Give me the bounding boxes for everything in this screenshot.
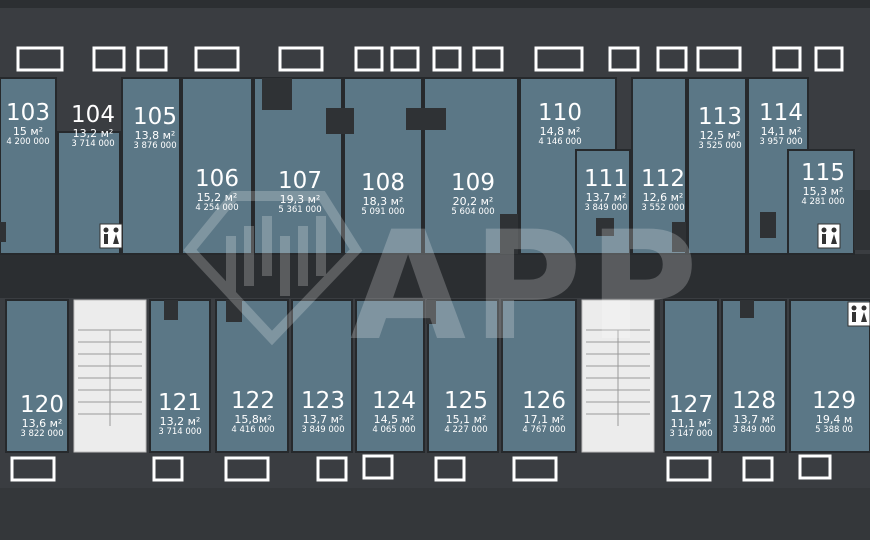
unit-105-shape	[121, 77, 181, 255]
unit-126-shape	[501, 299, 577, 453]
shaft-block-2	[406, 108, 446, 130]
wc-icon-woman-body	[831, 234, 837, 244]
unit-128-shape	[721, 299, 787, 453]
shaft-block-4	[596, 218, 614, 236]
unit-106-shape	[181, 77, 253, 255]
diamond-bar-0	[226, 236, 236, 296]
corridor	[0, 254, 870, 298]
window-5	[354, 46, 384, 72]
wc-icon-man-body	[852, 312, 856, 322]
window-23	[742, 456, 774, 482]
unit-127-shape	[663, 299, 719, 453]
unit-111-shape	[575, 149, 631, 255]
unit-120-shape	[5, 299, 69, 453]
wc-icon-bg	[99, 223, 123, 249]
window-11	[656, 46, 688, 72]
window-17	[224, 456, 270, 482]
wc-icon-bg	[817, 223, 841, 249]
window-9	[534, 46, 584, 72]
window-1	[92, 46, 126, 72]
window-8	[472, 46, 504, 72]
unit-113-shape	[687, 77, 747, 255]
window-6	[390, 46, 420, 72]
diamond-outline	[183, 191, 363, 346]
shaft-block-1	[326, 108, 354, 134]
top-wall	[0, 0, 870, 8]
wc-icon-woman-head	[113, 227, 119, 233]
window-4	[278, 46, 324, 72]
diamond-bar-1	[244, 226, 254, 286]
shaft-block-0	[262, 78, 292, 110]
shaft-block-10	[226, 300, 242, 322]
window-0	[16, 46, 64, 72]
window-21	[512, 456, 558, 482]
wc-icon-woman-body	[113, 234, 119, 244]
diamond-logo-icon	[183, 191, 363, 346]
unit-123-shape	[291, 299, 353, 453]
wc-icon	[817, 223, 841, 249]
window-24	[798, 454, 832, 480]
unit-125-shape	[427, 299, 499, 453]
diamond-bar-4	[298, 226, 308, 286]
window-2	[136, 46, 168, 72]
wc-icon	[847, 301, 870, 327]
unit-104-shape	[57, 131, 121, 255]
window-19	[362, 454, 394, 480]
shaft-block-6	[760, 212, 776, 238]
wc-icon-woman-head	[861, 305, 867, 311]
shaft-block-5	[672, 222, 686, 252]
unit-103-shape	[0, 77, 57, 255]
diamond-bar-3	[280, 236, 290, 296]
unit-124-shape	[355, 299, 425, 453]
diamond-bar-5	[316, 216, 326, 276]
unit-108-shape	[343, 77, 423, 255]
wc-icon-man-head	[851, 305, 857, 311]
unit-122-shape	[215, 299, 289, 453]
wc-icon	[99, 223, 123, 249]
shaft-block-9	[164, 300, 178, 320]
unit-115-shape	[787, 149, 855, 255]
shaft-block-11	[426, 300, 436, 324]
window-18	[316, 456, 348, 482]
window-13	[772, 46, 802, 72]
wc-icon-woman-head	[831, 227, 837, 233]
wc-icon-man-body	[822, 234, 826, 244]
wc-icon-woman-body	[861, 312, 867, 322]
unit-121-shape	[149, 299, 211, 453]
shaft-block-8	[0, 222, 6, 242]
shaft-block-13	[740, 300, 754, 318]
window-7	[432, 46, 462, 72]
wc-icon-man-body	[104, 234, 108, 244]
wc-icon-man-head	[103, 227, 109, 233]
window-20	[434, 456, 466, 482]
window-15	[10, 456, 56, 482]
window-3	[194, 46, 240, 72]
wc-icon-man-head	[821, 227, 827, 233]
diamond-bar-2	[262, 216, 272, 276]
window-22	[666, 456, 712, 482]
window-12	[696, 46, 742, 72]
window-10	[608, 46, 640, 72]
shaft-block-3	[500, 214, 518, 254]
wc-icon-bg	[847, 301, 870, 327]
shaft-block-7	[854, 190, 870, 250]
bottom-outer-band	[0, 488, 870, 540]
window-16	[152, 456, 184, 482]
window-14	[814, 46, 844, 72]
